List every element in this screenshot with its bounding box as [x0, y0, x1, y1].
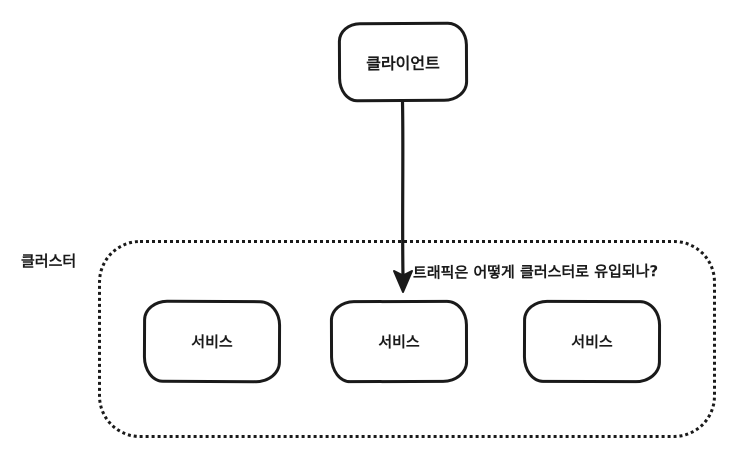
client-node-label: 클라이언트 [366, 53, 440, 74]
cluster-boundary [98, 240, 716, 438]
client-node: 클라이언트 [337, 21, 469, 103]
service-node-label: 서비스 [378, 332, 420, 352]
question-annotation: 트래픽은 어떻게 클러스터로 유입되나? [412, 262, 659, 282]
cluster-label: 클러스터 [21, 252, 77, 270]
service-node-label: 서비스 [191, 332, 233, 352]
service-node: 서비스 [142, 299, 282, 384]
service-node-label: 서비스 [571, 332, 613, 352]
service-node: 서비스 [329, 299, 469, 384]
service-node: 서비스 [522, 299, 662, 384]
